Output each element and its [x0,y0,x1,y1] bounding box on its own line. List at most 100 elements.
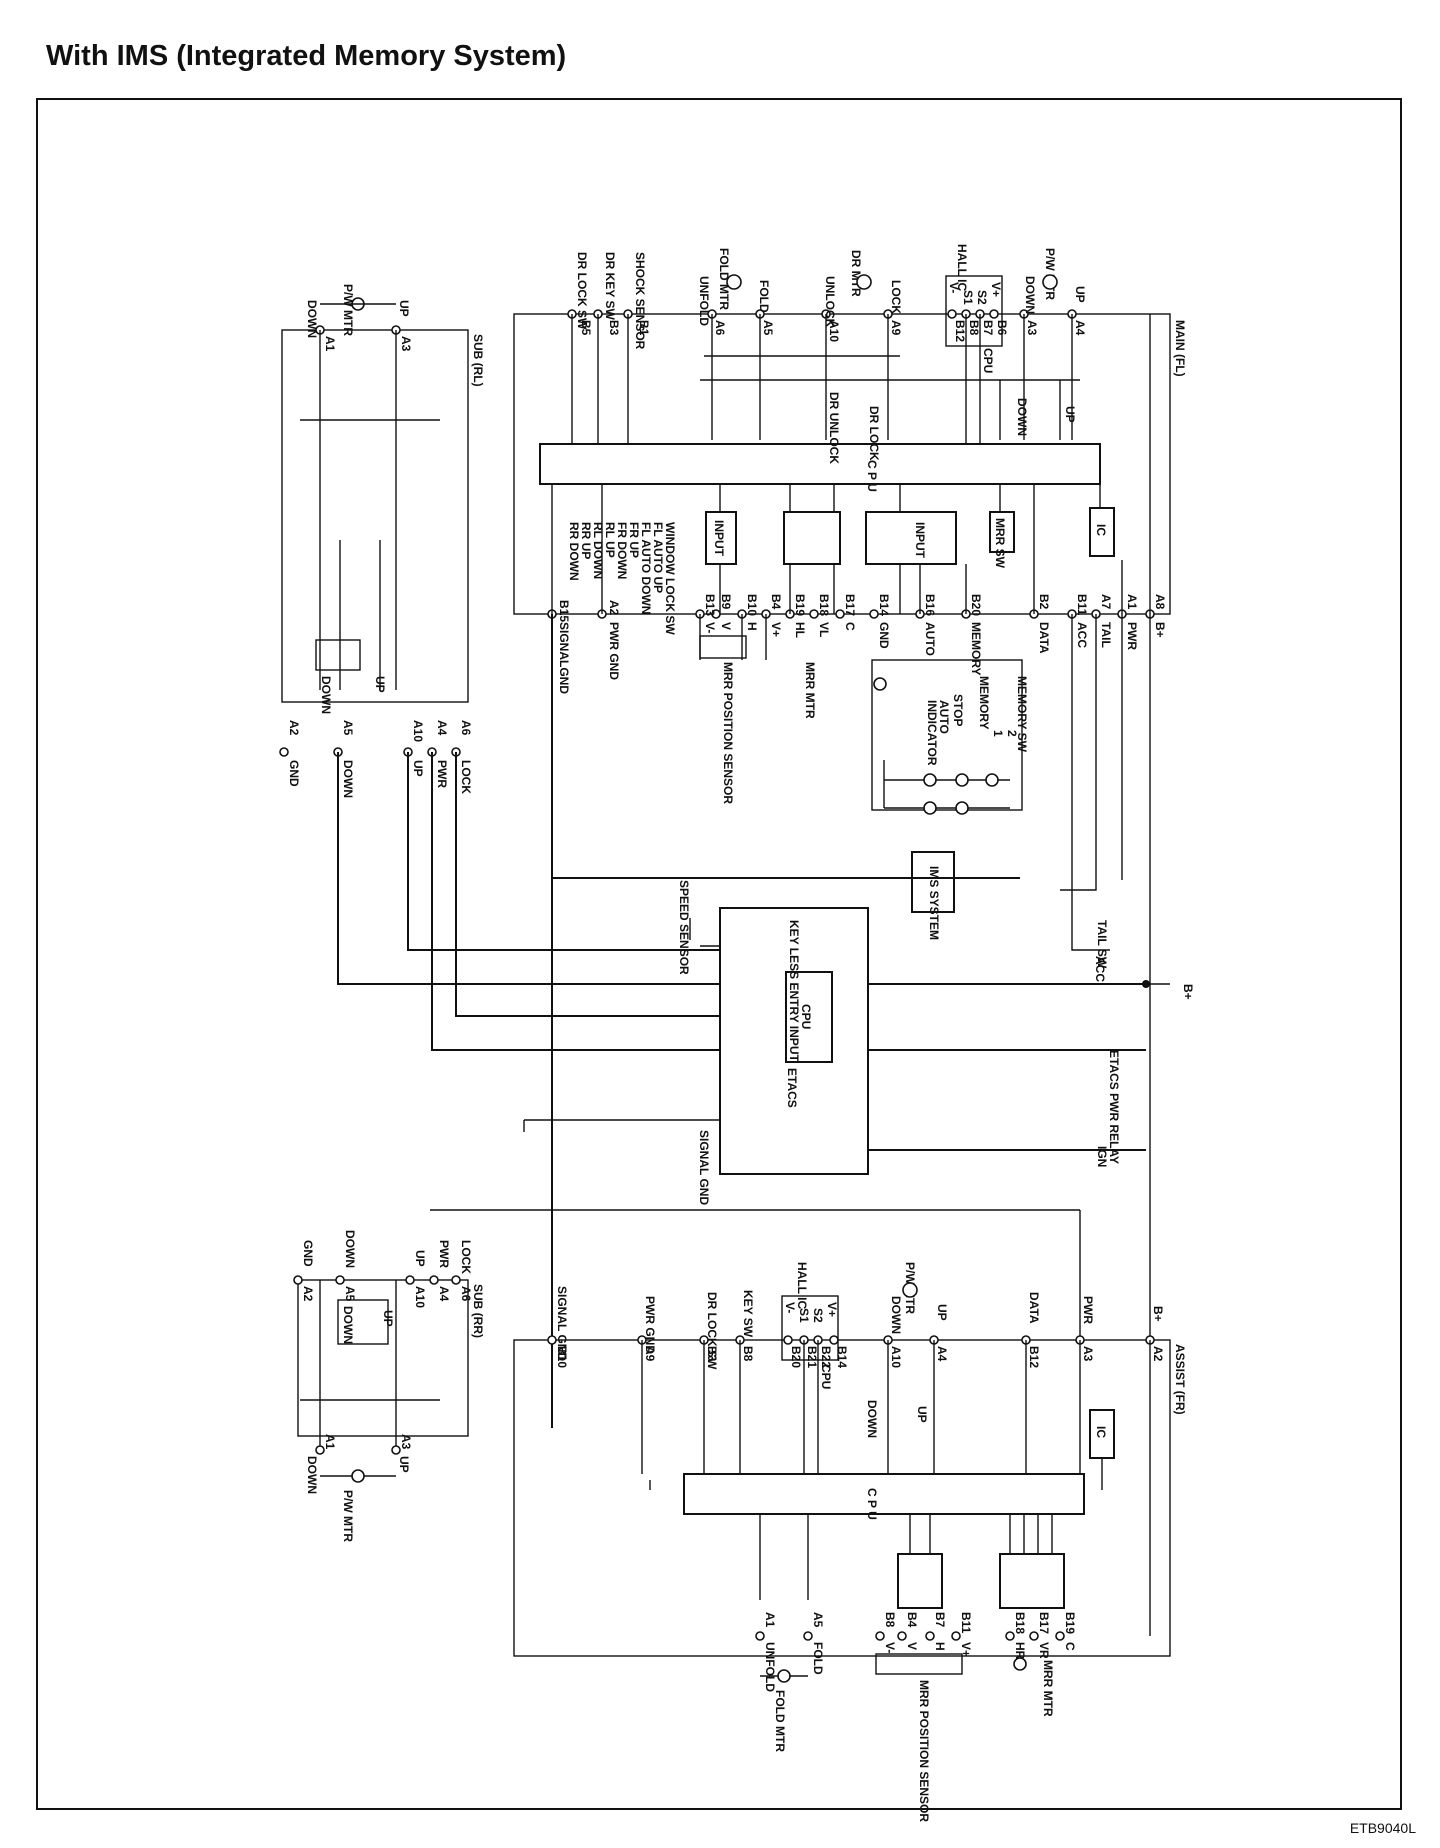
main-bpin-0: B15 [557,600,571,622]
diagram-frame [36,98,1402,1810]
main-mrr-mtr: MRR MTR [803,662,817,719]
main-wl-0: WINDOW LOCK SW [663,522,677,635]
etacs-signal-gnd: SIGNAL GND [697,1130,711,1205]
main-pin-b1: B1 [637,320,651,336]
main-relay-up: UP [1063,406,1077,423]
main-blbl-1: PWR GND [607,622,621,680]
main-bpin-5: B4 [769,594,783,610]
assist-tl-7: UP [935,1304,949,1321]
sub-rl-top-pin-a1: A1 [323,336,337,352]
assist-hall-v-: V- [783,1302,797,1313]
assist-tp-0: B10 [555,1346,569,1368]
main-wl-2: FL AUTO DOWN [639,522,653,614]
main-relay-down: DOWN [1015,398,1029,436]
assist-bp-5: B11 [959,1612,973,1634]
sub-rl-lbl-4: LOCK [459,760,473,794]
main-bpin-16: A8 [1153,594,1167,610]
main-pw-mtr-symbol [1042,274,1058,290]
assist-bp-0: A1 [763,1612,777,1628]
main-wl-4: FR DOWN [615,522,629,579]
main-hall-s2: S2 [975,290,989,305]
sub-rr-lbl-3: PWR [437,1240,451,1268]
main-pin-a10: A10 [827,320,841,342]
sub-rr-lbl-0: GND [301,1240,315,1267]
main-bpin-6: B19 [793,594,807,616]
main-blbl-16: B+ [1153,622,1167,638]
ims-system-box [911,851,955,913]
main-bpin-15: A1 [1125,594,1139,610]
main-dr-lock-sw: DR LOCK SW [575,252,589,330]
assist-tp-10: B12 [1027,1346,1041,1368]
etacs-ign: IGN [1095,1146,1109,1167]
main-fold-mtr-symbol [726,274,742,290]
assist-ic-label: IC [1094,1426,1108,1438]
main-hall-v+: V+ [989,282,1003,297]
sub-rl-lbl-3: PWR [435,760,449,788]
main-fl-module: MAIN (FL) C P U INPUT INPUT MRR SW IC SH… [513,244,1187,815]
assist-fr-module: ASSIST (FR) C P U IC SIGNAL GND PWR GND … [513,1262,1187,1822]
main-input-2-label: INPUT [913,522,927,559]
assist-bp-1: A5 [811,1612,825,1628]
assist-bl-8: C [1063,1642,1077,1651]
etacs-module: CPU ETACS KEY LESS ENTRY INPUT SPEED SEN… [337,614,1195,1428]
main-cpu [539,443,1101,485]
main-top-terminals [567,309,1077,319]
etacs-tail-sw: TAIL SW [1095,920,1109,969]
page-title: With IMS (Integrated Memory System) [46,40,567,72]
main-relay-dr-unlock: DR UNLOCK [827,392,841,464]
assist-tp-9: A4 [935,1346,949,1362]
main-bpin-11: B20 [969,594,983,616]
figure-code: ETB9040L [1349,1820,1416,1836]
etacs-pwr-relay: ETACS PWR RELAY [1107,1050,1121,1164]
assist-mrr-position-sensor: MRR POSITION SENSOR [917,1680,931,1822]
main-bpin-7: B18 [817,594,831,616]
sub-rr-down: DOWN [305,1456,319,1494]
sub-rr-pin-3: A4 [437,1286,451,1302]
sub-rr-module: SUB (RR) A2 A5 A10 A4 A6 GND DOWN UP PWR… [293,1230,485,1542]
main-blbl-6: HL [793,622,807,638]
assist-bottom-terminals [755,1631,1065,1641]
assist-tp-11: A3 [1081,1346,1095,1362]
main-position-sensor-box [699,635,747,659]
assist-bl-1: FOLD [811,1642,825,1675]
sub-rr-pin-0: A2 [301,1286,315,1302]
assist-bl-7: VR [1037,1642,1051,1659]
sub-rl-up: UP [397,300,411,317]
main-pin-a3: A3 [1025,320,1039,336]
assist-bp-3: B4 [905,1612,919,1628]
assist-bp-7: B17 [1037,1612,1051,1634]
etacs-label: ETACS [785,1068,799,1108]
assist-mrr-mtr: MRR MTR [1041,1660,1055,1717]
assist-bl-5: V+ [959,1642,973,1657]
main-pin-b7: B7 [981,320,995,336]
main-blbl-8: C [843,622,857,631]
sub-rr-label: SUB (RR) [471,1284,485,1338]
main-blbl-12: DATA [1037,622,1051,654]
main-wl-7: RR UP [579,522,593,559]
main-pin-a4: A4 [1073,320,1087,336]
sub-rl-lbl-2: UP [411,760,425,777]
main-blbl-3: V [719,622,733,630]
assist-bl-0: UNFOLD [763,1642,777,1692]
main-bpin-1: A2 [607,600,621,616]
main-mrr-sw-label: MRR SW [993,518,1007,569]
sub-rr-lbl-1: DOWN [343,1230,357,1268]
main-input-1-label: INPUT [712,520,726,557]
assist-tp-7: B14 [835,1346,849,1368]
assist-bp-6: B18 [1013,1612,1027,1634]
main-ic [1089,507,1115,557]
main-bpin-13: B11 [1075,594,1089,616]
main-ic-label: IC [1094,524,1108,536]
etacs-speed-sensor: SPEED SENSOR [677,880,691,975]
main-fl-label: MAIN (FL) [1173,320,1187,377]
sub-rl-module: SUB (RL) P/W MTR DOWN UP A1 A3 DOWN UP A… [279,284,485,798]
assist-bl-3: V [905,1642,919,1650]
assist-tp-2: B3 [705,1346,719,1362]
sub-rr-pin-1: A5 [343,1286,357,1302]
main-blbl-5: V+ [769,622,783,637]
assist-bp-4: B7 [933,1612,947,1628]
main-pin-b8: B8 [967,320,981,336]
main-mem-item-4: AUTO [937,700,951,734]
main-memory-sw-panel [871,659,1023,811]
